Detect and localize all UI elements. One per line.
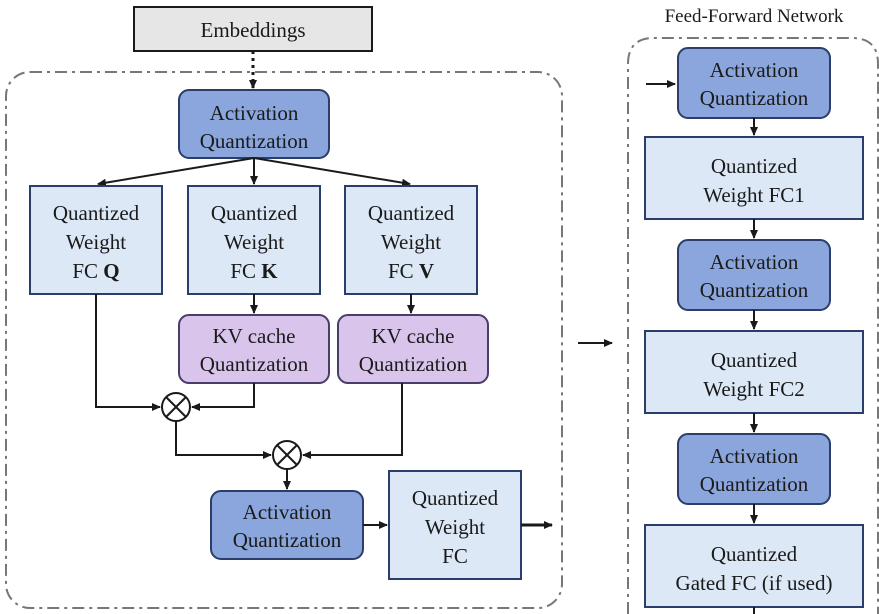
kv-cache-v-line1: KV cache bbox=[372, 324, 455, 348]
fc-q-letter: Q bbox=[103, 259, 119, 283]
arrow-kv-v-to-multiply-2 bbox=[302, 383, 403, 459]
ffn-activation-1-box: Activation Quantization bbox=[677, 47, 831, 119]
embeddings-box: Embeddings bbox=[133, 6, 373, 52]
fc-q-box: Quantized Weight FC Q bbox=[29, 185, 163, 295]
fc-out-box: Quantized Weight FC bbox=[388, 470, 522, 580]
multiply-node-2 bbox=[272, 440, 302, 470]
ffn-gated-fc-box: Quantized Gated FC (if used) bbox=[644, 524, 864, 608]
ffn-activation-3-box: Activation Quantization bbox=[677, 433, 831, 505]
arrow-multiply-1-to-multiply-2 bbox=[175, 421, 272, 459]
fc-v-prefix: FC bbox=[388, 259, 419, 283]
kv-cache-k-line1: KV cache bbox=[213, 324, 296, 348]
arrow-kv-k-to-multiply-1 bbox=[191, 383, 255, 411]
ffn-fc1-line2: Weight FC1 bbox=[703, 183, 805, 207]
kv-cache-k-line2: Quantization bbox=[200, 352, 309, 376]
fc-k-prefix: FC bbox=[230, 259, 261, 283]
activation-bottom-line2: Quantization bbox=[233, 528, 342, 552]
ffn-activation-2-box: Activation Quantization bbox=[677, 239, 831, 311]
fc-q-line1: Quantized bbox=[53, 201, 140, 225]
fc-v-line2: Weight bbox=[381, 230, 441, 254]
fc-out-line2: Weight bbox=[425, 515, 485, 539]
ffn-activation-1-line1: Activation bbox=[710, 58, 799, 82]
ffn-fc2-line2: Weight FC2 bbox=[703, 377, 805, 401]
kv-cache-k-box: KV cache Quantization bbox=[178, 314, 330, 384]
fc-v-line1: Quantized bbox=[368, 201, 455, 225]
ffn-title: Feed-Forward Network bbox=[665, 6, 844, 27]
ffn-fc1-box: Quantized Weight FC1 bbox=[644, 136, 864, 220]
fc-out-line3: FC bbox=[442, 544, 468, 568]
activation-bottom-line1: Activation bbox=[243, 500, 332, 524]
embeddings-label: Embeddings bbox=[201, 18, 306, 42]
activation-quantization-top-box: Activation Quantization bbox=[178, 89, 330, 159]
ffn-activation-2-line2: Quantization bbox=[700, 278, 809, 302]
ffn-activation-3-line1: Activation bbox=[710, 444, 799, 468]
fc-v-letter: V bbox=[419, 259, 434, 283]
ffn-fc1-line1: Quantized bbox=[711, 154, 798, 178]
fc-q-line3: FC Q bbox=[72, 259, 119, 283]
activation-quantization-bottom-box: Activation Quantization bbox=[210, 490, 364, 560]
fc-out-line1: Quantized bbox=[412, 486, 499, 510]
fc-v-line3: FC V bbox=[388, 259, 434, 283]
fc-q-prefix: FC bbox=[72, 259, 103, 283]
fc-k-box: Quantized Weight FC K bbox=[187, 185, 321, 295]
fc-k-line2: Weight bbox=[224, 230, 284, 254]
ffn-gated-fc-line2: Gated FC (if used) bbox=[676, 571, 833, 595]
ffn-activation-3-line2: Quantization bbox=[700, 472, 809, 496]
ffn-fc2-line1: Quantized bbox=[711, 348, 798, 372]
activation-top-line2: Quantization bbox=[200, 129, 309, 153]
activation-top-line1: Activation bbox=[210, 101, 299, 125]
fc-v-box: Quantized Weight FC V bbox=[344, 185, 478, 295]
arrow-fc-q-to-multiply-1 bbox=[95, 294, 161, 411]
fc-k-line1: Quantized bbox=[211, 201, 298, 225]
attention-block-container bbox=[5, 71, 563, 609]
fc-q-line2: Weight bbox=[66, 230, 126, 254]
fc-k-line3: FC K bbox=[230, 259, 278, 283]
arrow-to-fc-q bbox=[97, 157, 255, 187]
arrow-to-fc-v bbox=[253, 157, 411, 187]
fc-k-letter: K bbox=[261, 259, 278, 283]
kv-cache-v-box: KV cache Quantization bbox=[337, 314, 489, 384]
ffn-activation-2-line1: Activation bbox=[710, 250, 799, 274]
kv-cache-v-line2: Quantization bbox=[359, 352, 468, 376]
multiply-node-1 bbox=[161, 392, 191, 422]
ffn-fc2-box: Quantized Weight FC2 bbox=[644, 330, 864, 414]
ffn-activation-1-line2: Quantization bbox=[700, 86, 809, 110]
ffn-block-container bbox=[627, 37, 879, 614]
ffn-gated-fc-line1: Quantized bbox=[711, 542, 798, 566]
